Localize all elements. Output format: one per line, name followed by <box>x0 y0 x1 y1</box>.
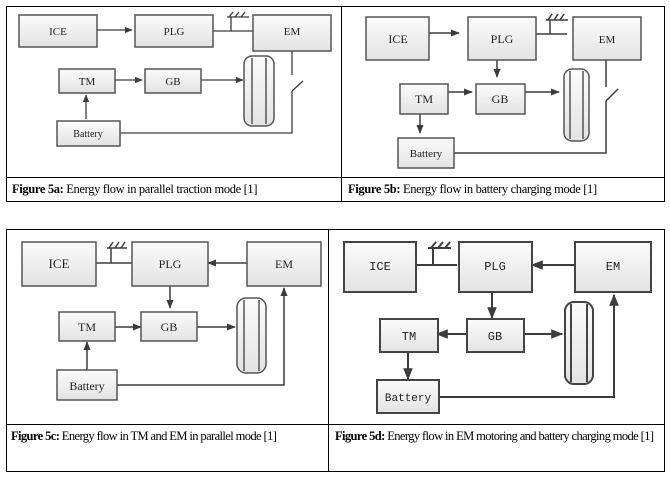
block-tm <box>399 83 449 115</box>
label-gb: GB <box>488 330 502 344</box>
label-ice: ICE <box>49 256 70 271</box>
figure-5b: ICE PLG EM TM GB Battery <box>342 7 666 177</box>
label-tm: TM <box>79 76 96 88</box>
figure-5c-diagram: ICE PLG EM TM GB Battery <box>21 241 322 401</box>
label-battery: Battery <box>73 129 102 140</box>
block-tm <box>58 311 116 342</box>
switch-icon <box>291 80 304 92</box>
block-ice <box>18 14 98 48</box>
label-gb: GB <box>161 320 178 334</box>
figure-table-top: ICE PLG EM TM GB Battery Figure 5a: Ener… <box>6 6 665 202</box>
label-em: EM <box>284 26 301 38</box>
block-plg <box>467 16 537 61</box>
block-gb <box>144 68 202 94</box>
figure-5a-caption: Figure 5a: Energy flow in parallel tract… <box>12 178 258 200</box>
label-em: EM <box>606 260 620 274</box>
label-plg: PLG <box>164 26 185 38</box>
figure-5b-diagram: ICE PLG EM TM GB Battery <box>365 13 642 169</box>
label-tm: TM <box>402 330 416 344</box>
label-plg: PLG <box>159 257 182 271</box>
label-plg: PLG <box>491 32 514 46</box>
ground-icon <box>227 11 249 18</box>
caption-text: Energy flow in TM and EM in parallel mod… <box>59 429 277 443</box>
ground-icon <box>107 241 127 249</box>
block-em <box>252 14 332 52</box>
label-ice: ICE <box>369 260 391 274</box>
label-em: EM <box>275 257 293 271</box>
block-gb <box>466 318 525 353</box>
wire-battery-em <box>454 101 607 154</box>
block-plg <box>458 241 533 293</box>
block-em <box>572 16 642 61</box>
block-gb <box>475 83 526 115</box>
label-tm: TM <box>78 320 96 334</box>
figure-5d-caption: Figure 5d: Energy flow in EM motoring an… <box>335 425 665 447</box>
block-ice <box>21 241 97 287</box>
figure-5a-diagram: ICE PLG EM TM GB Battery <box>18 11 332 147</box>
block-battery <box>397 137 455 169</box>
wheel-icon <box>243 55 275 127</box>
caption-divider <box>7 177 664 178</box>
label-battery: Battery <box>69 379 104 393</box>
column-divider <box>328 230 329 471</box>
block-tm <box>58 68 116 94</box>
caption-label: Figure 5b: <box>348 182 401 196</box>
wheel-icon <box>236 297 267 374</box>
ground-icon <box>546 13 568 21</box>
caption-text: Energy flow in parallel traction mode [1… <box>63 182 258 196</box>
block-tm <box>379 318 439 353</box>
caption-label: Figure 5c: <box>11 429 60 443</box>
figure-5a: ICE PLG EM TM GB Battery <box>7 7 341 177</box>
caption-label: Figure 5d: <box>335 429 385 443</box>
block-plg <box>131 241 209 287</box>
label-battery: Battery <box>410 148 443 160</box>
wire-battery-em <box>120 91 293 134</box>
figure-5d-diagram: ICE PLG EM TM GB Battery <box>343 241 652 414</box>
label-battery: Battery <box>385 393 432 405</box>
caption-divider <box>7 424 664 425</box>
caption-text: Energy flow in EM motoring and battery c… <box>384 429 654 443</box>
block-ice <box>365 16 430 61</box>
wire-battery-em <box>438 293 619 398</box>
block-em <box>246 241 322 287</box>
label-em: EM <box>599 34 616 46</box>
figure-5d: ICE PLG EM TM GB Battery <box>329 230 666 424</box>
wire-battery-em <box>117 287 288 386</box>
figure-5b-caption: Figure 5b: Energy flow in battery chargi… <box>348 178 597 200</box>
block-plg <box>134 14 214 48</box>
block-em <box>574 241 652 293</box>
block-battery <box>56 120 121 147</box>
ground-icon <box>428 241 451 249</box>
figure-table-bottom: ICE PLG EM TM GB Battery Figure 5c: Ener… <box>6 229 665 472</box>
label-gb: GB <box>492 92 509 106</box>
figure-5c-caption: Figure 5c: Energy flow in TM and EM in p… <box>11 425 277 447</box>
switch-icon <box>605 88 619 102</box>
label-plg: PLG <box>484 260 506 274</box>
block-gb <box>140 311 198 342</box>
wheel-icon <box>563 68 590 142</box>
wheel-icon <box>564 301 594 385</box>
block-battery <box>56 369 118 401</box>
label-ice: ICE <box>388 32 407 46</box>
label-ice: ICE <box>49 26 67 38</box>
block-battery <box>376 379 440 414</box>
block-ice <box>343 241 417 293</box>
column-divider <box>341 7 342 201</box>
figure-5c: ICE PLG EM TM GB Battery <box>7 230 328 424</box>
label-tm: TM <box>415 92 433 106</box>
label-gb: GB <box>165 76 180 88</box>
caption-label: Figure 5a: <box>12 182 64 196</box>
caption-text: Energy flow in battery charging mode [1] <box>400 182 597 196</box>
